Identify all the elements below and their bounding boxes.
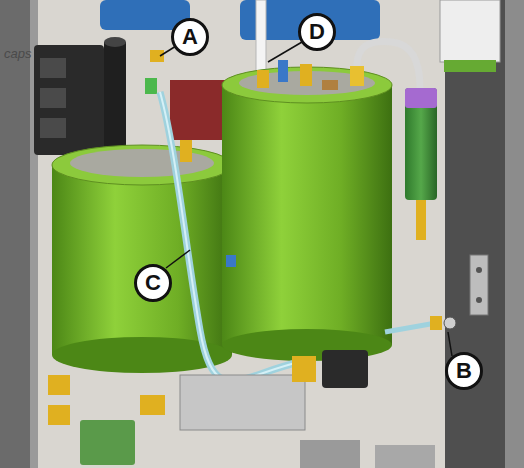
leader-line — [448, 332, 452, 356]
callout-circle: D — [298, 13, 336, 51]
tank-lid — [70, 149, 214, 177]
tank-body — [52, 165, 232, 355]
tank-top — [52, 145, 232, 185]
green-fitting — [145, 78, 157, 94]
brass-fitting — [430, 316, 442, 330]
leader-line — [268, 42, 302, 62]
pipe-top — [104, 37, 126, 47]
brass-fitting — [150, 50, 164, 62]
purple-cap — [405, 88, 437, 108]
bracket-screw — [476, 267, 482, 273]
connector-plug — [40, 118, 66, 138]
connector-plug — [40, 88, 66, 108]
white-filter — [440, 0, 500, 62]
brass-fitting — [416, 200, 426, 240]
green-solenoid — [80, 420, 135, 465]
tube-highlight — [160, 92, 300, 381]
filter-base — [444, 60, 496, 72]
brass-fitting — [140, 395, 165, 415]
blue-fitting — [278, 60, 288, 82]
bulkhead-fitting — [444, 317, 456, 329]
blue-tube — [385, 323, 436, 332]
white-tube — [357, 42, 420, 88]
black-valve-block — [34, 45, 104, 155]
bottom-parts — [48, 350, 435, 468]
panel-bracket — [470, 255, 488, 315]
small-tank — [405, 88, 437, 240]
connector-plug — [40, 58, 66, 78]
part-note: caps — [4, 46, 31, 61]
callout-circle: C — [134, 264, 172, 302]
callout-letter: B — [456, 360, 472, 382]
leader-lines — [160, 42, 452, 356]
right-tank — [222, 42, 420, 361]
small-cylinder — [405, 88, 437, 200]
callout-circle: B — [445, 352, 483, 390]
floor-rail — [375, 445, 435, 468]
right-panel-edge — [505, 0, 524, 468]
brass-fitting — [350, 66, 364, 86]
mounting-plate — [180, 375, 305, 430]
callout-letter: D — [309, 21, 325, 43]
brass-valve — [292, 356, 316, 382]
blue-fitting — [226, 255, 236, 267]
brass-fitting — [48, 405, 70, 425]
blue-tube — [160, 92, 300, 381]
tubes — [160, 92, 456, 381]
callout-circle: A — [171, 18, 209, 56]
solenoid-valve — [322, 350, 368, 388]
brass-fitting — [48, 375, 70, 395]
brass-fitting — [257, 70, 269, 88]
right-panel — [445, 0, 524, 468]
callout-letter: A — [182, 26, 198, 48]
brass-fitting — [300, 64, 312, 86]
left-panel — [0, 0, 30, 468]
floor-rail — [300, 440, 360, 468]
tank-body — [222, 85, 392, 345]
bracket-screw — [476, 297, 482, 303]
brass-nut — [322, 80, 338, 90]
leader-line — [166, 250, 190, 268]
brass-fitting — [180, 140, 192, 162]
callout-letter: C — [145, 272, 161, 294]
